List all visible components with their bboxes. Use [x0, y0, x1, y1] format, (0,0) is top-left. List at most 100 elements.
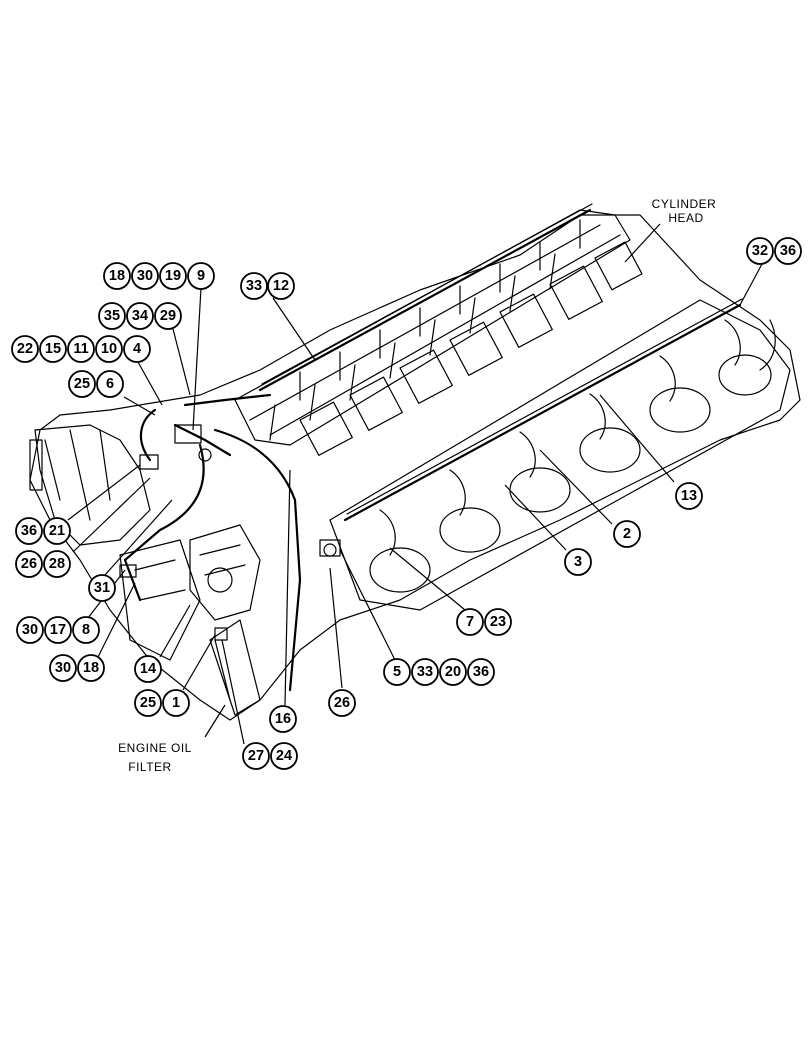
- callout-number: 6: [106, 376, 114, 392]
- callout-number: 21: [49, 523, 65, 539]
- callout-number: 15: [45, 341, 61, 357]
- engine-illustration: [29, 203, 801, 721]
- callout-bubble: 31: [88, 574, 116, 602]
- callout-bubble: 32: [746, 237, 774, 265]
- callout-bubble: 9: [187, 262, 215, 290]
- callout-number: 5: [393, 664, 401, 680]
- callout-bubble: 6: [96, 370, 124, 398]
- callout-number: 25: [140, 695, 156, 711]
- callout-bubble: 30: [131, 262, 159, 290]
- callout-bubble: 20: [439, 658, 467, 686]
- oil-tubes: [123, 393, 302, 701]
- callout-bubble: 11: [67, 335, 95, 363]
- callout-number: 30: [55, 660, 71, 676]
- engine-oil-filter-label-line1: ENGINE OIL: [118, 741, 192, 755]
- callout-number: 17: [50, 622, 66, 638]
- callout-number: 19: [165, 268, 181, 284]
- callout-bubble: 16: [269, 705, 297, 733]
- callout-number: 24: [276, 748, 292, 764]
- callout-number: 16: [275, 711, 291, 727]
- callout-number: 1: [172, 695, 180, 711]
- engine-oil-filter-label-line2: FILTER: [128, 760, 171, 774]
- callout-number: 36: [473, 664, 489, 680]
- callout-number: 33: [417, 664, 433, 680]
- callout-bubble: 14: [134, 655, 162, 683]
- callout-bubble: 23: [484, 608, 512, 636]
- callout-bubble: 2: [613, 520, 641, 548]
- callout-number: 32: [752, 243, 768, 259]
- callout-bubble: 34: [126, 302, 154, 330]
- callout-number: 18: [109, 268, 125, 284]
- callout-number: 22: [17, 341, 33, 357]
- callout-bubble: 15: [39, 335, 67, 363]
- callout-bubble: 36: [15, 517, 43, 545]
- callout-number: 26: [21, 556, 37, 572]
- callout-number: 25: [74, 376, 90, 392]
- callout-bubble: 26: [15, 550, 43, 578]
- callout-number: 30: [22, 622, 38, 638]
- left-housing: [34, 424, 151, 546]
- callout-number: 36: [780, 243, 796, 259]
- callout-bubble: 21: [43, 517, 71, 545]
- callout-number: 14: [140, 661, 156, 677]
- callout-bubble: 30: [16, 616, 44, 644]
- callout-number: 35: [104, 308, 120, 324]
- callout-number: 7: [466, 614, 474, 630]
- lower-bank: [329, 298, 791, 611]
- callout-bubble: 4: [123, 335, 151, 363]
- callout-number: 29: [160, 308, 176, 324]
- callout-number: 27: [248, 748, 264, 764]
- leader-lines: [67, 223, 763, 745]
- cylinder-head-label-line2: HEAD: [668, 211, 703, 225]
- callout-bubble: 18: [77, 654, 105, 682]
- callout-number: 31: [94, 580, 110, 596]
- callout-bubble: 8: [72, 616, 100, 644]
- callout-number: 28: [49, 556, 65, 572]
- callout-bubble: 13: [675, 482, 703, 510]
- callout-bubble: 33: [240, 272, 268, 300]
- callout-bubble: 18: [103, 262, 131, 290]
- callout-number: 3: [574, 554, 582, 570]
- engine-block-outline: [29, 214, 801, 721]
- callout-bubble: 24: [270, 742, 298, 770]
- callout-number: 2: [623, 526, 631, 542]
- callout-bubble: 3: [564, 548, 592, 576]
- callout-bubble: 28: [43, 550, 71, 578]
- callout-number: 9: [197, 268, 205, 284]
- callout-number: 23: [490, 614, 506, 630]
- callout-bubble: 29: [154, 302, 182, 330]
- callout-bubble: 7: [456, 608, 484, 636]
- callout-number: 4: [133, 341, 141, 357]
- cylinder-head-row: [234, 203, 643, 456]
- callout-number: 20: [445, 664, 461, 680]
- callout-number: 12: [273, 278, 289, 294]
- callout-bubble: 30: [49, 654, 77, 682]
- callout-number: 34: [132, 308, 148, 324]
- callout-number: 18: [83, 660, 99, 676]
- callout-bubble: 5: [383, 658, 411, 686]
- fittings: [119, 424, 341, 641]
- callout-bubble: 22: [11, 335, 39, 363]
- callout-bubble: 10: [95, 335, 123, 363]
- callout-bubble: 25: [134, 689, 162, 717]
- callout-number: 13: [681, 488, 697, 504]
- front-bracket-assembly: [119, 524, 261, 716]
- callout-bubble: 1: [162, 689, 190, 717]
- callout-bubble: 36: [467, 658, 495, 686]
- callout-bubble: 12: [267, 272, 295, 300]
- callout-bubble: 27: [242, 742, 270, 770]
- callout-number: 33: [246, 278, 262, 294]
- callout-bubble: 36: [774, 237, 802, 265]
- callout-bubble: 25: [68, 370, 96, 398]
- cylinder-head-label: CYLINDER HEAD: [652, 197, 717, 225]
- callout-number: 10: [101, 341, 117, 357]
- cylinder-head-label-line1: CYLINDER: [652, 197, 717, 211]
- callout-number: 30: [137, 268, 153, 284]
- callout-number: 8: [82, 622, 90, 638]
- engine-oil-filter-label: ENGINE OIL FILTER: [118, 741, 192, 774]
- callout-bubbles: 18 30 19 9 33 12 35 34 29 22 15 11 10 4 …: [11, 237, 802, 770]
- callout-number: 26: [334, 695, 350, 711]
- callout-bubble: 26: [328, 689, 356, 717]
- callout-number: 11: [73, 341, 88, 357]
